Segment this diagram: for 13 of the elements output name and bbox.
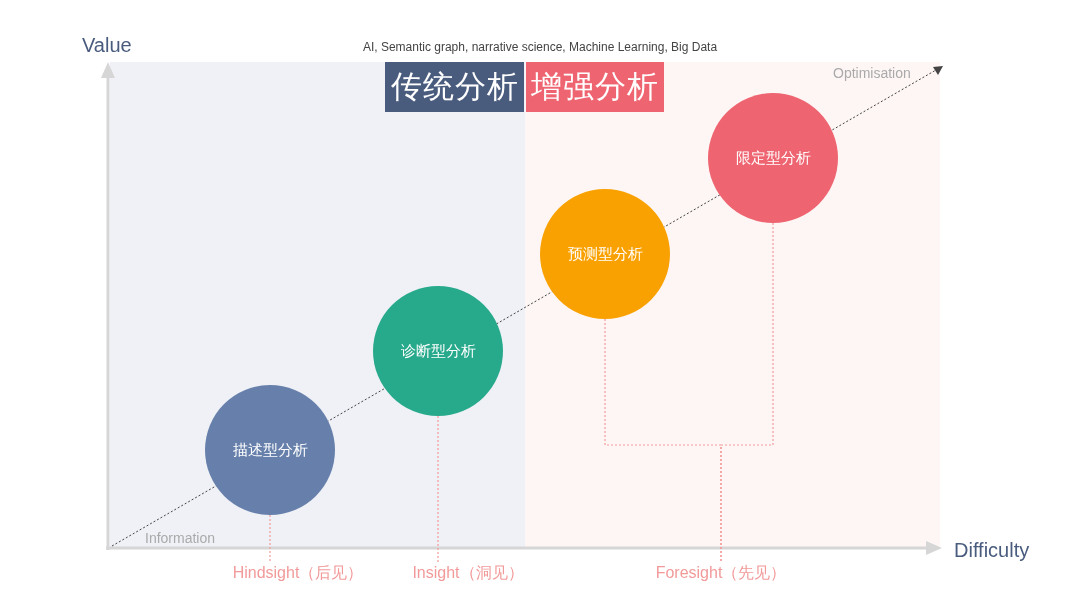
technology-note: AI, Semantic graph, narrative science, Machine Learning, Big Data (361, 39, 719, 56)
axis-end-label: Optimisation (833, 64, 911, 83)
insight-label: Insight（洞见） (388, 562, 548, 584)
insight-label: Foresight（先见） (628, 562, 814, 584)
leader-line (437, 415, 439, 563)
section-header: 传统分析 (385, 62, 524, 112)
axis-label: Value (82, 33, 132, 58)
axis-label: Difficulty (954, 538, 1030, 563)
insight-label: Hindsight（后见） (218, 562, 378, 584)
section-header: 增强分析 (526, 62, 664, 112)
leader-line (720, 222, 774, 563)
leader-line (269, 514, 271, 563)
axis-start-label: Information (145, 529, 216, 548)
